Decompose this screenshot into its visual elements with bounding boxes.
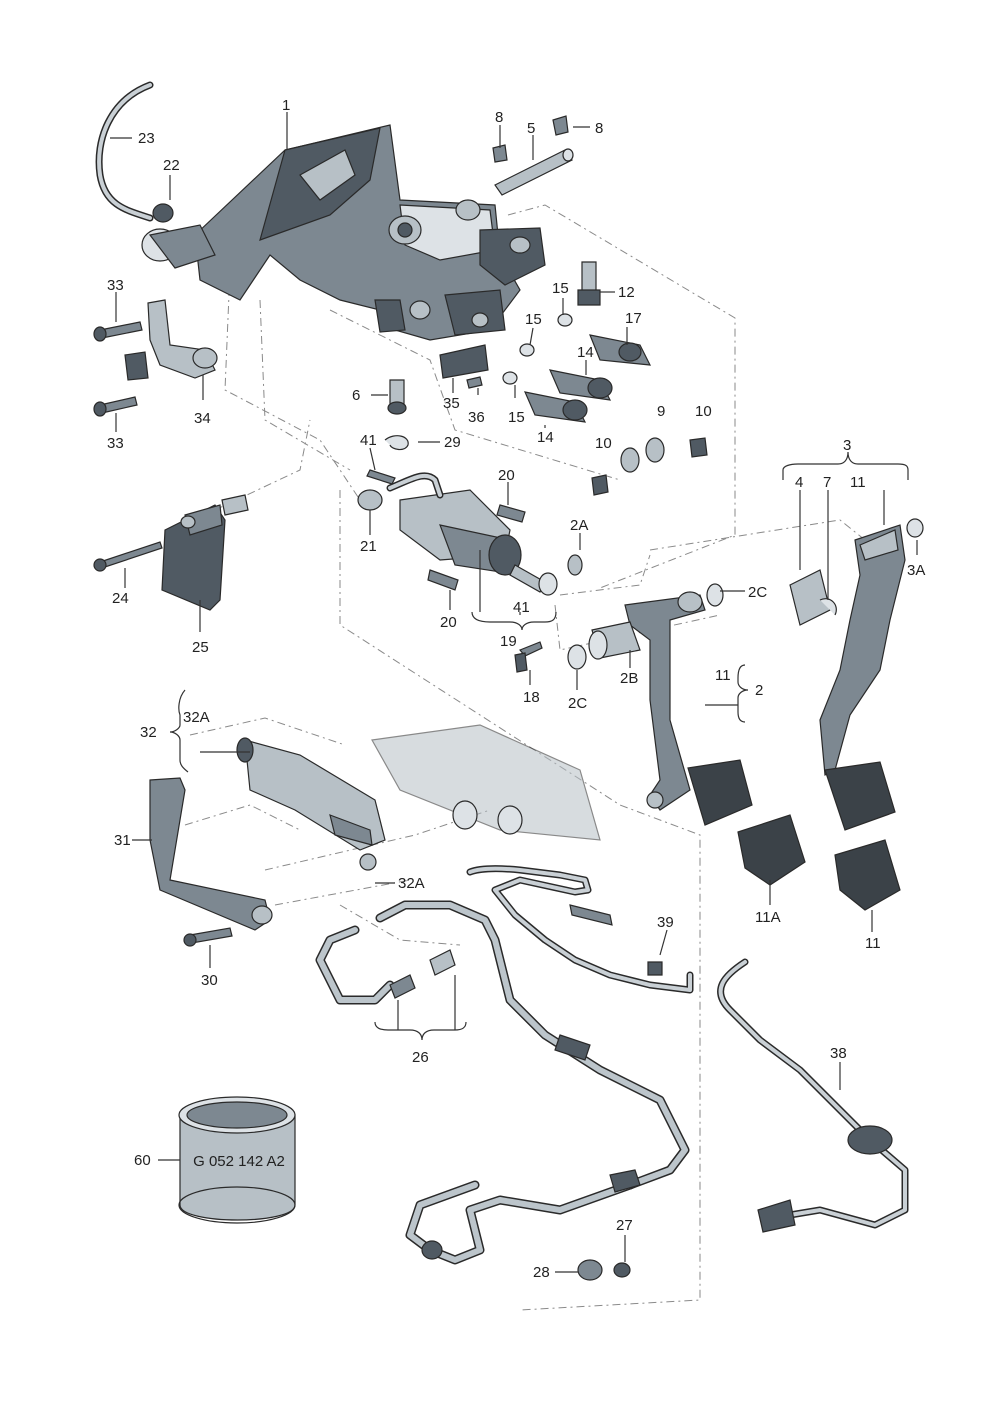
callout-15a: 15: [552, 280, 569, 297]
callout-20a: 20: [498, 467, 515, 484]
callout-34: 34: [194, 410, 211, 427]
pedal-bracket: [141, 124, 546, 341]
slave-cylinder: [149, 724, 601, 947]
callout-32: 32: [140, 724, 157, 741]
callout-6: 6: [352, 387, 360, 404]
pedal-pad-11A: [737, 814, 806, 886]
springs: [591, 437, 708, 496]
callout-22: 22: [163, 157, 180, 174]
callout-10b: 10: [595, 435, 612, 452]
callout-36: 36: [468, 409, 485, 426]
callout-27: 27: [616, 1217, 633, 1234]
callout-25: 25: [192, 639, 209, 656]
callout-11-top: 11: [850, 474, 866, 491]
support-bracket: [93, 299, 218, 417]
callout-32A-clip: 32A: [398, 875, 425, 892]
callout-3A: 3A: [907, 562, 925, 579]
callout-4: 4: [795, 474, 803, 491]
callout-1: 1: [282, 97, 290, 114]
callout-7: 7: [823, 474, 831, 491]
grease-can-label: G 052 142 A2: [193, 1153, 285, 1170]
callout-33b: 33: [107, 435, 124, 452]
callout-23: 23: [138, 130, 155, 147]
callout-31: 31: [114, 832, 131, 849]
grease-can: G 052 142 A2: [178, 1096, 296, 1224]
switches: [502, 261, 652, 423]
master-cylinder: [357, 469, 583, 673]
small-fasteners: [387, 344, 489, 415]
pedal-bearing: [93, 494, 249, 611]
callout-14b: 14: [537, 429, 554, 446]
callout-11-bottom: 11: [865, 935, 881, 952]
callout-2C-top: 2C: [748, 584, 767, 601]
callout-8a: 8: [495, 109, 503, 126]
callout-15b: 15: [525, 311, 542, 328]
callout-5: 5: [527, 120, 535, 137]
callout-41b: 41: [513, 599, 530, 616]
hydraulic-lines: [315, 900, 690, 1265]
callout-29: 29: [444, 434, 461, 451]
pivot-pin: [492, 115, 574, 196]
leader-lines: [110, 112, 918, 1273]
clutch-pedal: [567, 583, 753, 826]
assembly-guide-lines: [184, 199, 866, 1311]
callout-39: 39: [657, 914, 674, 931]
callout-2: 2: [755, 682, 763, 699]
callout-2B: 2B: [620, 670, 638, 687]
callout-21: 21: [360, 538, 377, 555]
callout-32A-top: 32A: [183, 709, 210, 726]
clip: [384, 435, 409, 451]
callout-24: 24: [112, 590, 129, 607]
callout-35: 35: [443, 395, 460, 412]
callout-9: 9: [657, 403, 665, 420]
callout-38: 38: [830, 1045, 847, 1062]
callout-11A: 11A: [755, 909, 781, 926]
sensor-wiring: [466, 865, 909, 1233]
callout-17: 17: [625, 310, 642, 327]
callout-labels: 1 23 22 8 5 8 12 15 17 15 14 15 14 6 35 …: [107, 97, 925, 1281]
callout-60: 60: [134, 1152, 151, 1169]
pedal-pad-11: [834, 839, 901, 911]
brake-pedal: [789, 518, 924, 831]
callout-12: 12: [618, 284, 635, 301]
callout-3: 3: [843, 437, 851, 454]
callout-33a: 33: [107, 277, 124, 294]
callout-15c: 15: [508, 409, 525, 426]
callout-26: 26: [412, 1049, 429, 1066]
callout-28: 28: [533, 1264, 550, 1281]
vent-hose: [95, 81, 174, 223]
callout-2C-bottom: 2C: [568, 695, 587, 712]
callout-8b: 8: [595, 120, 603, 137]
callout-11-side: 11: [715, 667, 731, 684]
callout-20b: 20: [440, 614, 457, 631]
callout-2A: 2A: [570, 517, 588, 534]
callout-14a: 14: [577, 344, 594, 361]
clip-28: [577, 1259, 603, 1281]
callout-41a: 41: [360, 432, 377, 449]
callout-18: 18: [523, 689, 540, 706]
callout-10a: 10: [695, 403, 712, 420]
callout-30: 30: [201, 972, 218, 989]
callout-19: 19: [500, 633, 517, 650]
nut-27: [613, 1262, 631, 1278]
